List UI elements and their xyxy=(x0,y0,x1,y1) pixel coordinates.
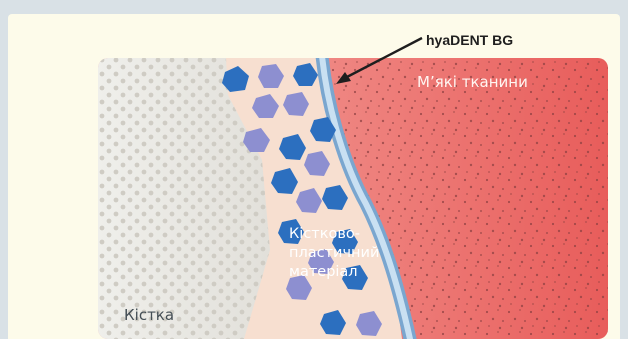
graft-label-line-3: матеріал xyxy=(289,263,379,282)
graft-label-line-2: пластичний xyxy=(289,244,379,263)
bone-label: Кістка xyxy=(124,306,174,324)
soft-tissue-label: М’які тканини xyxy=(417,73,528,91)
membrane-label: hyaDENT BG xyxy=(426,32,513,48)
graft-label-line-1: Кістково- xyxy=(289,225,379,244)
graft-material-label: Кістково- пластичний матеріал xyxy=(289,225,379,282)
